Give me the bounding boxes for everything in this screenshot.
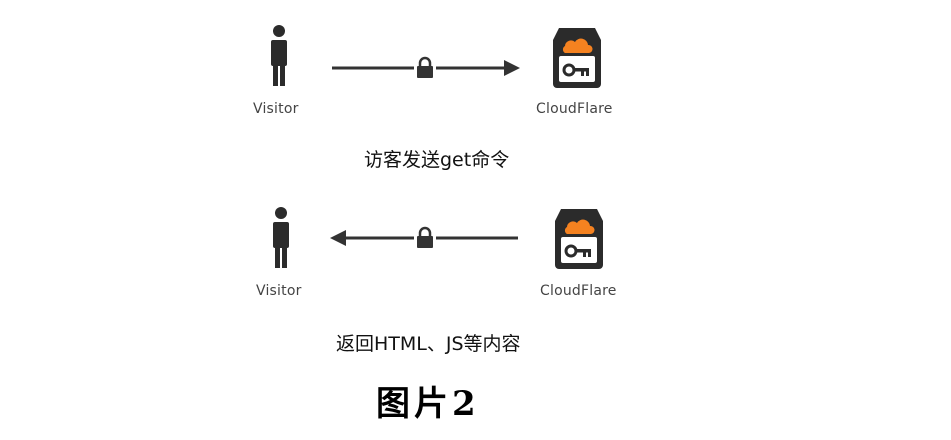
visitor-label: Visitor (256, 283, 302, 299)
cloudflare-label: CloudFlare (536, 101, 613, 117)
person-icon (271, 25, 287, 86)
step2-caption: 返回HTML、JS等内容 (336, 333, 521, 355)
figure-title: 图片2 (376, 384, 480, 424)
person-icon (273, 207, 289, 268)
lock-icon (414, 226, 436, 250)
lock-icon (414, 56, 436, 80)
cloudflare-server-icon (553, 28, 601, 88)
cloudflare-server-icon (555, 209, 603, 269)
visitor-label: Visitor (253, 101, 299, 117)
cloudflare-label: CloudFlare (540, 283, 617, 299)
step1-caption: 访客发送get命令 (364, 149, 510, 171)
